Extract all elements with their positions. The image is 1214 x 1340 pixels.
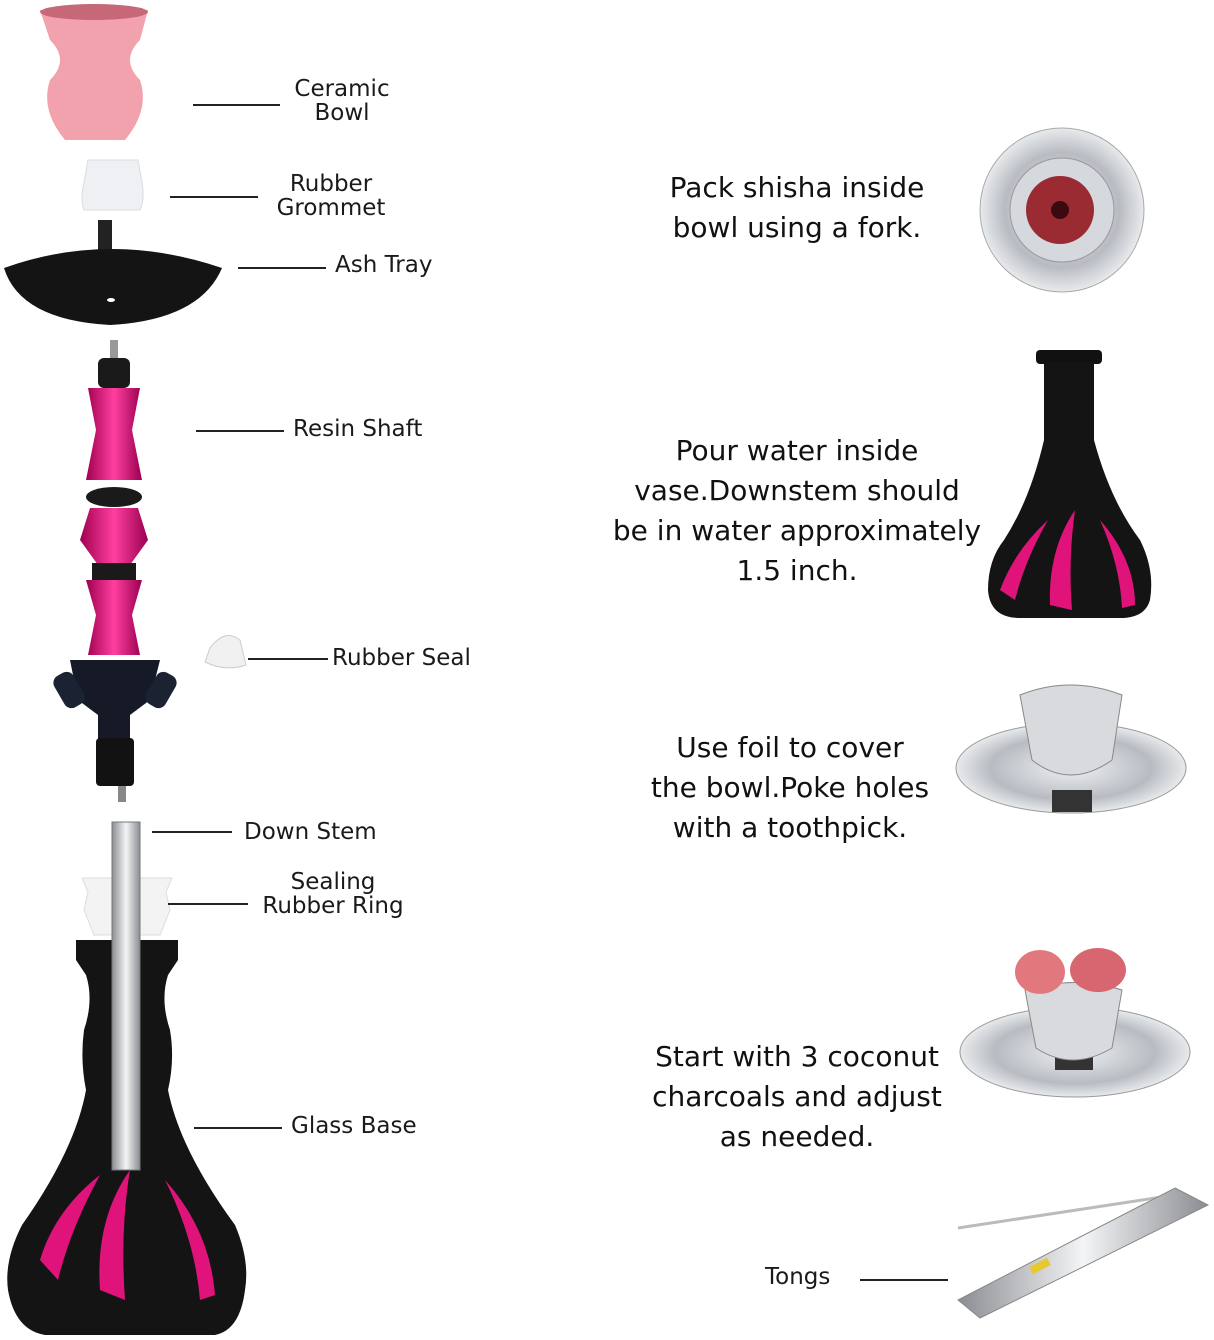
tongs-image	[957, 1187, 1210, 1319]
packed-bowl-image	[979, 127, 1145, 293]
rubber-seal-leader	[248, 658, 328, 660]
rubber-grommet-image	[81, 159, 144, 211]
rubber-seal-label: Rubber Seal	[332, 645, 471, 671]
sealing-rubber-ring-leader	[168, 903, 248, 905]
glass-base-label: Glass Base	[291, 1113, 417, 1139]
ash-tray-label: Ash Tray	[335, 252, 433, 278]
ash-tray-leader	[238, 267, 326, 269]
down-stem-leader	[152, 831, 232, 833]
foil-bowl-image	[955, 684, 1187, 814]
ash-tray-image	[4, 220, 222, 325]
tongs-leader	[860, 1279, 948, 1281]
resin-shaft-leader	[196, 430, 284, 432]
down-stem-image	[111, 821, 141, 1171]
glass-base-leader	[194, 1127, 282, 1129]
rubber-seal-image	[204, 635, 247, 669]
resin-shaft-label: Resin Shaft	[293, 416, 423, 442]
ceramic-bowl-leader	[193, 104, 280, 106]
tongs-label: Tongs	[765, 1264, 831, 1290]
down-stem-label: Down Stem	[244, 819, 377, 845]
rubber-grommet-leader	[170, 196, 258, 198]
ceramic-bowl-image	[40, 4, 148, 140]
resin-shaft-image	[53, 340, 177, 802]
vase-image	[988, 350, 1152, 618]
charcoal-bowl-image	[959, 948, 1191, 1098]
